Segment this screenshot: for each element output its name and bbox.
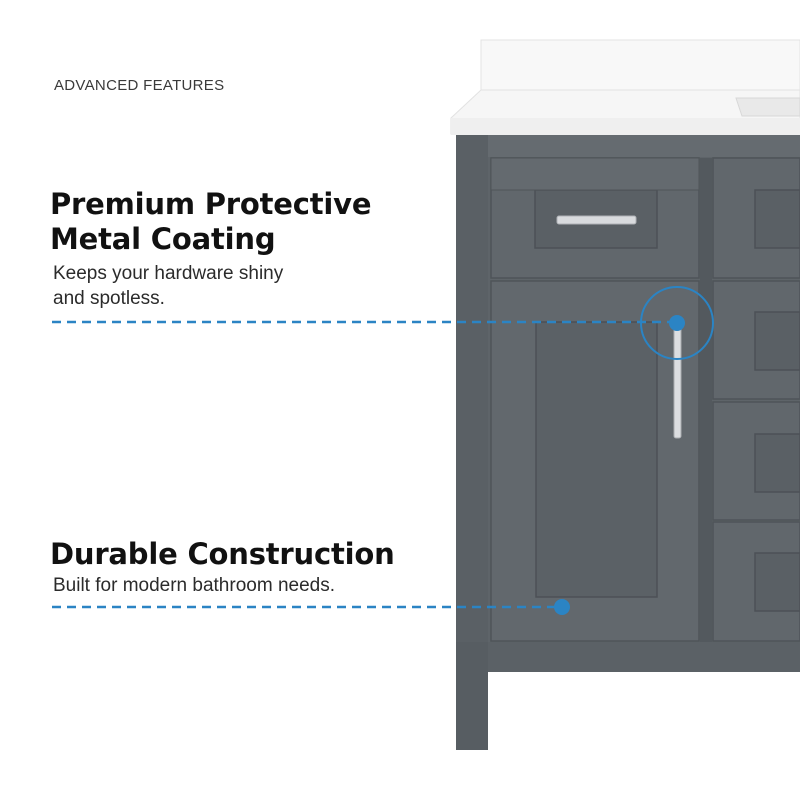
countertop-edge	[451, 118, 800, 135]
section-label: ADVANCED FEATURES	[54, 77, 225, 94]
center-stile	[700, 158, 712, 642]
callout-dot-construction	[554, 599, 570, 615]
feature-title-construction: Durable Construction	[50, 537, 395, 571]
feature-title-coating: Premium Protective Metal Coating	[50, 187, 372, 256]
feature-description-coating: Keeps your hardware shiny and spotless.	[53, 263, 284, 309]
right-leg	[456, 642, 488, 750]
drawer-right-2-panel	[754, 311, 800, 371]
bottom-rail	[488, 642, 800, 672]
drawer-left-panel-top	[490, 157, 700, 191]
toe-kick	[488, 672, 800, 750]
sink-opening	[735, 97, 800, 117]
drawer-right-3-panel	[754, 433, 800, 493]
door-handle	[673, 325, 682, 439]
door-panel	[535, 321, 658, 598]
drawer-right-4-panel	[754, 552, 800, 612]
callout-ring-coating	[640, 286, 714, 360]
drawer-pull	[556, 215, 637, 225]
feature-description-construction: Built for modern bathroom needs.	[53, 575, 335, 596]
backsplash	[480, 39, 800, 99]
drawer-right-1-panel	[754, 189, 800, 249]
callout-dot-coating	[669, 315, 685, 331]
cabinet-top-rail	[456, 135, 800, 157]
